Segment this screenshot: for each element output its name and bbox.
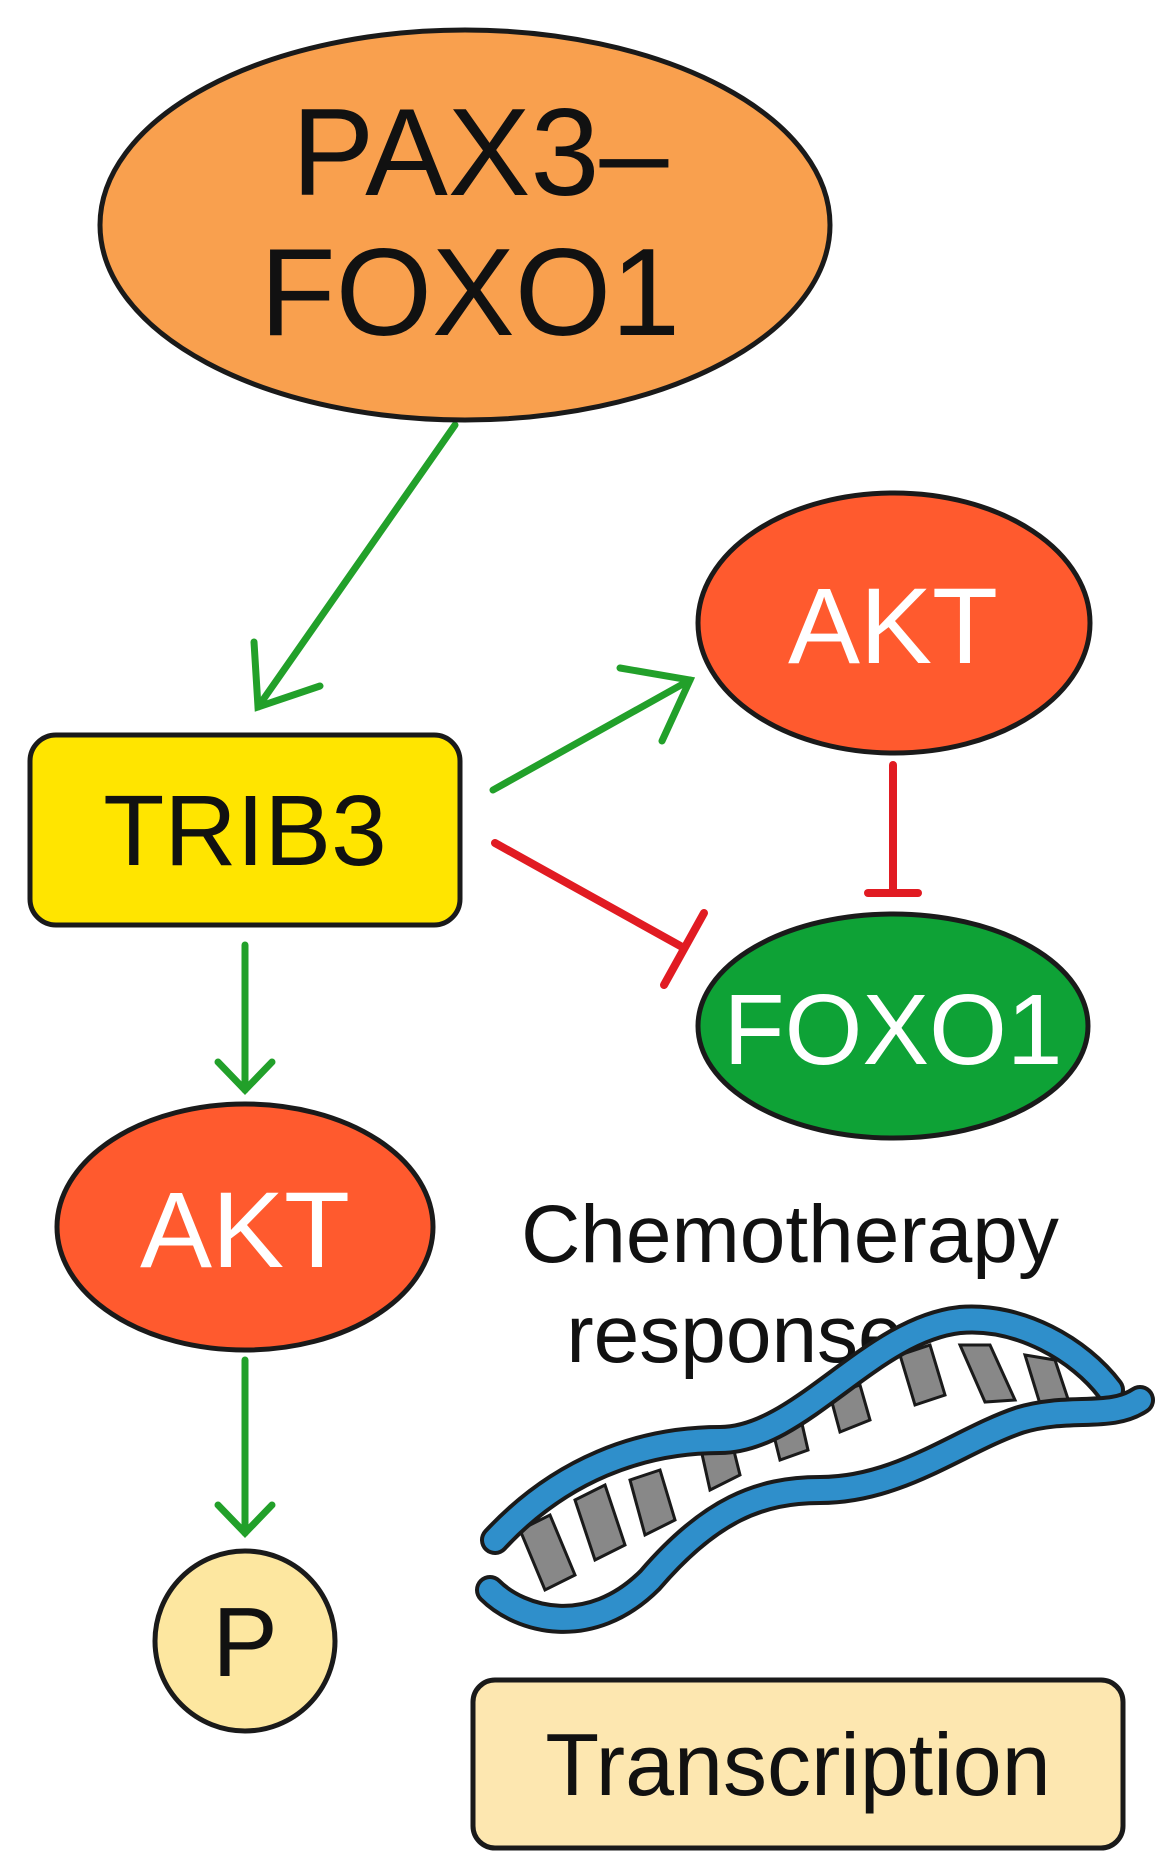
node-trib3-label: TRIB3 xyxy=(103,775,386,887)
edge-akt-to-phospho xyxy=(214,1356,276,1539)
node-phospho-label: P xyxy=(212,1587,277,1697)
edge-trib3-inhibits-foxo1 xyxy=(491,839,708,989)
node-akt-left: AKT xyxy=(54,1101,436,1353)
node-foxo1: FOXO1 xyxy=(695,911,1091,1141)
edge-trib3-to-akt-right xyxy=(489,664,696,794)
edge-akt-inhibits-foxo1 xyxy=(864,761,922,897)
node-pax3-foxo1-label-line2: FOXO1 xyxy=(260,224,680,362)
node-akt-left-label: AKT xyxy=(140,1169,350,1290)
node-phospho: P xyxy=(152,1548,338,1734)
edge-trib3-to-akt-left xyxy=(214,941,276,1096)
node-foxo1-label: FOXO1 xyxy=(724,974,1063,1086)
node-transcription-label: Transcription xyxy=(545,1715,1050,1814)
dna-helix-icon xyxy=(475,1304,1155,1634)
node-akt-right: AKT xyxy=(695,490,1093,756)
edge-pax3foxo1-to-trib3 xyxy=(250,421,459,712)
node-pax3-foxo1: PAX3– FOXO1 xyxy=(97,27,833,423)
chemotherapy-response-label: Chemotherapy response xyxy=(521,1189,1059,1380)
node-pax3-foxo1-label-line1: PAX3– xyxy=(292,84,669,222)
chemotherapy-label-line1: Chemotherapy xyxy=(521,1189,1059,1280)
node-akt-right-label: AKT xyxy=(788,565,998,686)
node-transcription: Transcription xyxy=(470,1677,1126,1851)
node-trib3: TRIB3 xyxy=(27,732,463,928)
